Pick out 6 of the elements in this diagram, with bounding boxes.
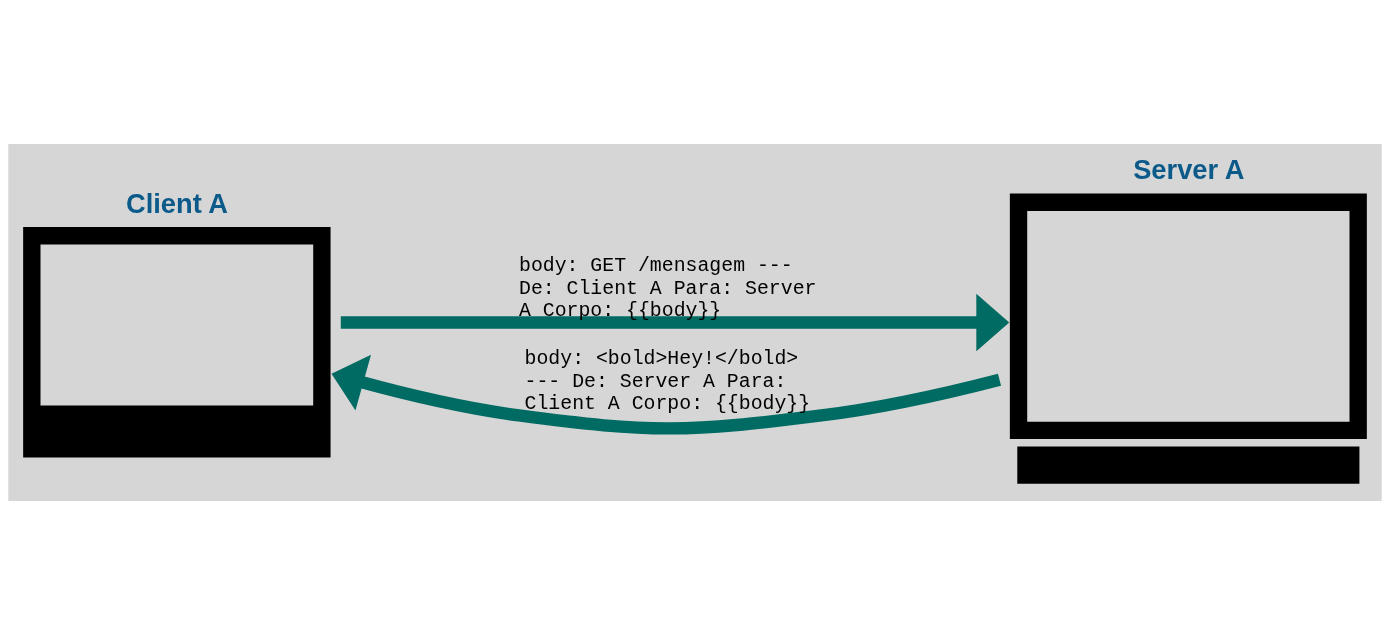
- arrow: [340, 293, 1010, 351]
- arrow: [331, 354, 1002, 435]
- node-label: Server A: [1133, 153, 1245, 185]
- edge-label: body: <bold>Hey!</bold> --- De: Server A Para: Client A Corpo: {{body}}: [524, 346, 811, 415]
- edge-label: body: GET /mensagem --- De: Client A Para: Server A Corpo: {{body}}: [518, 253, 817, 322]
- node-label: Client A: [126, 187, 229, 219]
